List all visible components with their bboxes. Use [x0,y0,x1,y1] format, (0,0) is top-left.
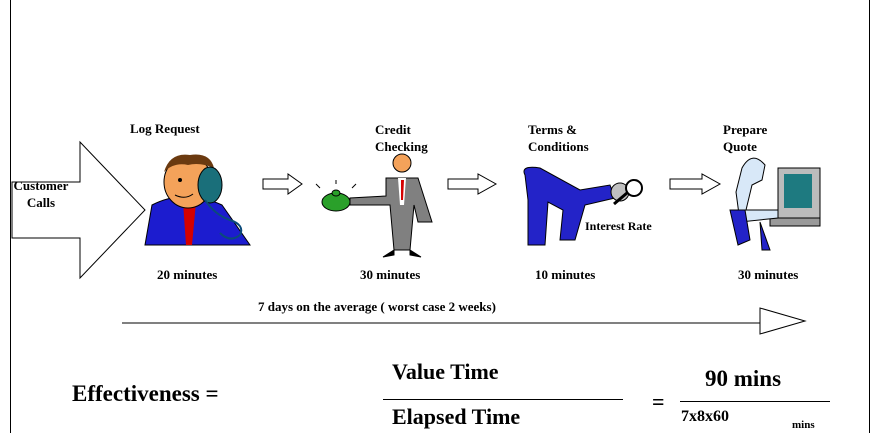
customer-calls-label: Customer Calls [13,178,69,210]
value-time-numerator: Value Time [392,359,499,384]
step-title-terms-conditions: Terms & Conditions [528,122,589,154]
result-denominator-unit: mins [792,419,815,431]
fraction-bar-2 [680,401,830,402]
timeline-label: 7 days on the average ( worst case 2 wee… [258,299,496,314]
customer-calls-arrow [11,140,146,280]
step-title-prepare-quote: Prepare Quote [723,122,768,154]
interest-rate-label: Interest Rate [585,219,652,233]
duration-prepare-quote: 30 minutes [738,267,799,282]
man-with-magnifier-icon [523,166,643,246]
step-title-log-request: Log Request [130,121,200,136]
timeline-arrow [122,307,807,335]
duration-terms-conditions: 10 minutes [535,267,596,282]
man-in-suit-icon [349,153,433,258]
connector-arrow-3 [669,173,722,195]
effectiveness-label: Effectiveness = [72,381,219,406]
duration-credit-checking: 30 minutes [360,267,421,282]
result-denominator: 7x8x60 [681,408,729,425]
connector-arrow-1 [262,173,303,195]
duration-log-request: 20 minutes [157,267,218,282]
money-bag-icon [315,180,357,212]
fraction-bar-1 [383,399,623,400]
slide-frame [10,0,870,433]
result-numerator: 90 mins [705,366,782,391]
man-at-computer-icon [729,157,821,251]
step-title-credit-checking: Credit Checking [375,122,428,154]
man-on-phone-icon [144,154,251,246]
connector-arrow-2 [447,173,498,195]
equals-sign: = [652,389,665,414]
elapsed-time-denominator: Elapsed Time [392,404,521,429]
